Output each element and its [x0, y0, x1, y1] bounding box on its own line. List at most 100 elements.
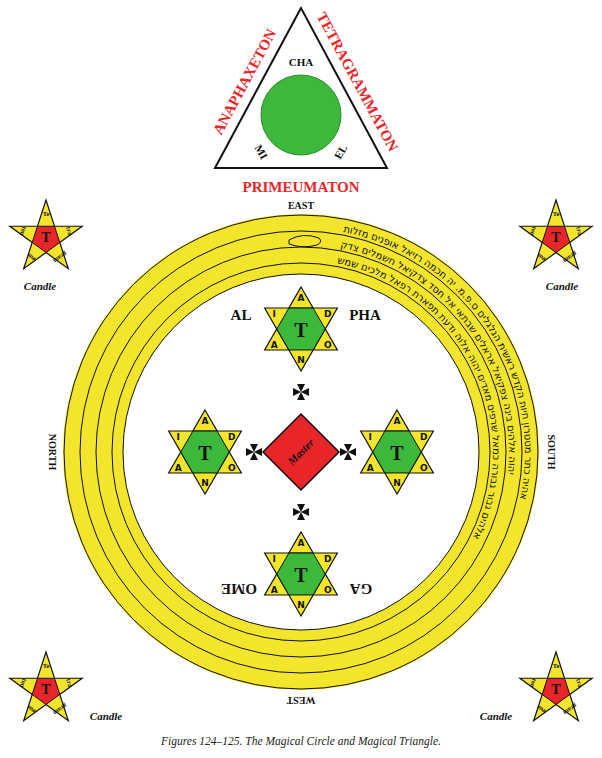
master-diamond: Master — [261, 412, 341, 492]
candle-pentagram-text: ton — [19, 677, 28, 688]
serpent-band — [93, 244, 509, 660]
magical-triangle: ANAPHAXETONTETRAGRAMMATONPRIMEUMATONCHAE… — [190, 0, 412, 200]
candle-pentagram: TTetragrammatonCandle — [516, 650, 596, 730]
hebrew-ring-text: אלהים גבור גבורה כמאל שרפים מאדים יהוה א… — [337, 255, 502, 542]
adonai-hexagram-text: D — [324, 309, 331, 318]
candle-pentagram-text: tra — [64, 226, 73, 236]
adonai-hexagram-text: I — [176, 432, 179, 441]
candle-pentagram-text: Te — [553, 211, 560, 218]
adonai-hexagram-text: T — [198, 443, 211, 463]
candle-pentagram-text: Te — [43, 663, 50, 670]
cross-pattee — [246, 444, 262, 460]
adonai-hexagram-text: D — [228, 432, 235, 441]
hexagram-triangle — [265, 308, 338, 371]
figure-caption: Figures 124–125. The Magical Circle and … — [161, 736, 441, 748]
adonai-hexagram-text: N — [297, 601, 305, 610]
candle-pentagram-text: Candle — [480, 711, 512, 722]
candle-pentagram-text: T — [551, 231, 560, 245]
green-disc — [261, 75, 341, 155]
pentagram — [520, 652, 592, 721]
candle-pentagram-text: Candle — [546, 281, 578, 292]
hebrew-ring-text: אלהים גבור גבורה כמאל שרפים מאדים יהוה א… — [337, 255, 502, 542]
ring-line — [80, 231, 522, 673]
candle-pentagram-text: tra — [574, 678, 583, 688]
cross-pattee — [293, 384, 309, 400]
adonai-hexagram: ALPHATADONAI — [257, 285, 345, 373]
candle-pentagram: TTetragrammatonCandle — [6, 198, 86, 278]
adonai-hexagram-text: T — [390, 443, 403, 463]
candle-pentagram-text: Te — [553, 663, 560, 670]
candle-pentagram-text: Te — [43, 211, 50, 218]
adonai-hexagram-text: PHA — [349, 308, 381, 323]
adonai-hexagram-text: A — [298, 294, 305, 303]
pentagram — [520, 200, 592, 269]
pentagon-core — [542, 226, 570, 252]
hexagon-core — [373, 431, 421, 473]
candle-pentagram-text: ton — [529, 677, 538, 688]
adonai-hexagram-text: N — [297, 356, 305, 365]
adonai-hexagram-text: OME — [221, 581, 257, 596]
adonai-hexagram-text: O — [324, 340, 332, 349]
hexagram-triangle — [169, 431, 242, 494]
adonai-hexagram-text: I — [368, 432, 371, 441]
candle-pentagram-text: T — [41, 683, 50, 697]
candle-pentagram-text: Candle — [90, 711, 122, 722]
adonai-hexagram: OMEGATADONAI — [257, 530, 345, 618]
adonai-hexagram-text: A — [202, 417, 209, 426]
adonai-hexagram-text: A — [271, 585, 278, 594]
candle-pentagram-text: Candle — [24, 281, 56, 292]
hexagon-core — [277, 553, 325, 595]
candle-pentagram-text: T — [551, 683, 560, 697]
hexagram-triangle — [265, 553, 338, 616]
serpent-head — [289, 235, 321, 246]
candle-pentagram-text: T — [41, 231, 50, 245]
hexagon-core — [277, 308, 325, 350]
adonai-hexagram-text: T — [294, 320, 307, 340]
candle-pentagram-text: ton — [529, 225, 538, 236]
adonai-hexagram-text: AL — [231, 308, 252, 323]
adonai-hexagram: T A D O N A I — [161, 408, 249, 496]
magical-triangle-outline — [190, 0, 412, 200]
ring-line — [123, 274, 479, 630]
magical-circle: אהיה כתר מטטרון חיות הקדש ראשית הגלגלים … — [63, 214, 539, 690]
candle-pentagram: TTetragrammatonCandle — [516, 198, 596, 278]
adonai-hexagram-text: N — [201, 479, 209, 488]
ring-line — [96, 247, 506, 657]
adonai-hexagram-text: GA — [350, 581, 373, 596]
pentagon-core — [542, 678, 570, 704]
adonai-hexagram-text: T — [294, 565, 307, 585]
candle-pentagram-text: ton — [19, 225, 28, 236]
pentagram — [10, 652, 82, 721]
cross-pattee — [293, 504, 309, 520]
candle-pentagram-text: tra — [64, 678, 73, 688]
hexagram-triangle — [361, 431, 434, 494]
adonai-hexagram-text: A — [175, 463, 182, 472]
candle-pentagram: TTetragrammatonCandle — [6, 650, 86, 730]
compass-label: EAST — [288, 201, 314, 211]
candle-pentagram-text: tra — [574, 226, 583, 236]
adonai-hexagram-text: A — [271, 340, 278, 349]
adonai-hexagram-text: O — [324, 585, 332, 594]
diamond-outline — [263, 414, 339, 490]
ring-line — [112, 263, 490, 641]
adonai-hexagram-text: I — [272, 309, 275, 318]
ring-line — [64, 215, 538, 689]
adonai-hexagram-text: I — [272, 554, 275, 563]
cross-pattee — [340, 444, 356, 460]
adonai-hexagram-text: O — [228, 463, 236, 472]
compass-label: SOUTH — [546, 434, 556, 469]
magical-triangle-text: CHA — [289, 57, 313, 68]
pentagon-core — [32, 678, 60, 704]
adonai-hexagram-text: A — [298, 539, 305, 548]
compass-label: NORTH — [47, 434, 57, 470]
adonai-hexagram-text: D — [324, 554, 331, 563]
adonai-hexagram: TADONAI — [353, 408, 441, 496]
adonai-hexagram-text: A — [394, 417, 401, 426]
adonai-hexagram-text: D — [420, 432, 427, 441]
adonai-hexagram-text: A — [367, 463, 374, 472]
compass-label: WEST — [287, 695, 316, 705]
pentagon-core — [32, 226, 60, 252]
hexagon-core — [181, 431, 229, 473]
adonai-hexagram-text: O — [420, 463, 428, 472]
